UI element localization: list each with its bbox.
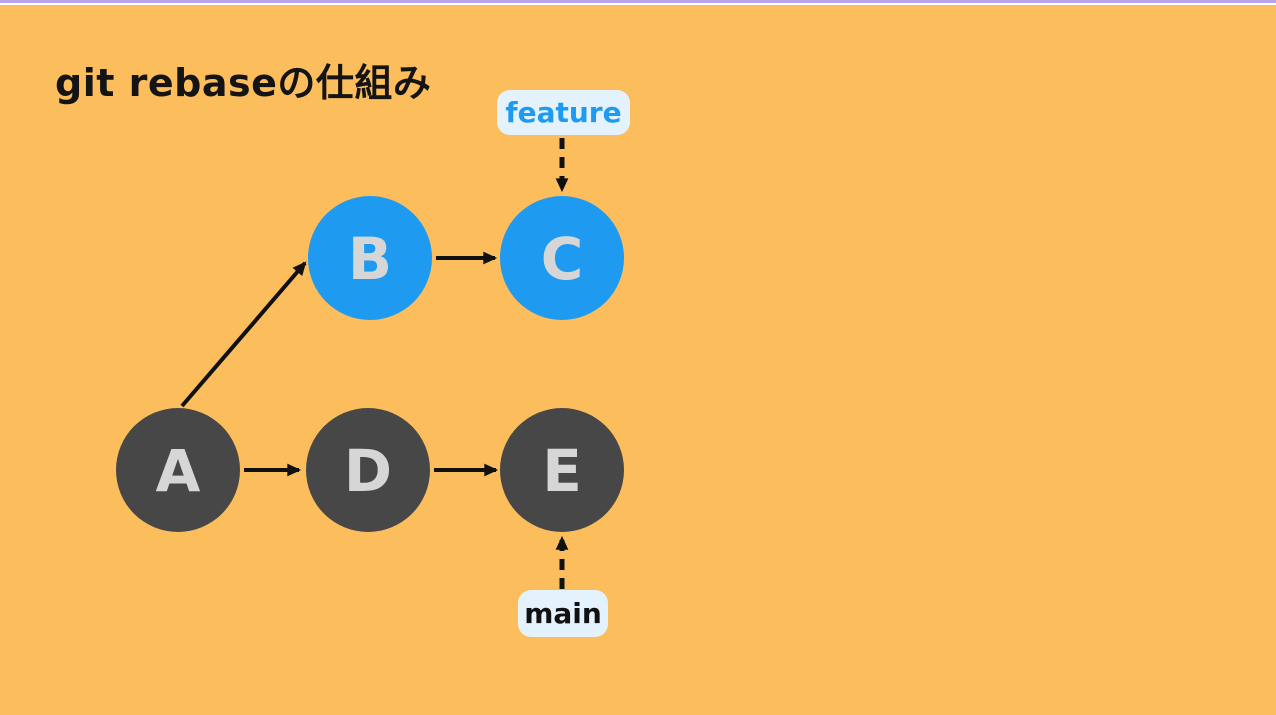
feature-branch-label: feature	[497, 90, 630, 135]
commit-node-d: D	[306, 408, 430, 532]
commit-circle-c	[500, 196, 624, 320]
top-strip-purple	[0, 0, 1276, 3]
commit-node-e: E	[500, 408, 624, 532]
page-title: git rebaseの仕組み	[55, 61, 432, 105]
commit-circle-b	[308, 196, 432, 320]
feature-branch-label-text: feature	[505, 95, 622, 129]
commit-circle-a	[116, 408, 240, 532]
commit-node-b: B	[308, 196, 432, 320]
commit-circle-e	[500, 408, 624, 532]
edge-a-to-b	[180, 261, 307, 408]
commit-label-a: A	[156, 437, 201, 505]
commit-circle-d	[306, 408, 430, 532]
commit-node-c: C	[500, 196, 624, 320]
commit-label-e: E	[542, 437, 582, 505]
top-strip-white	[0, 3, 1276, 5]
main-branch-label: main	[518, 590, 608, 637]
commit-label-c: C	[541, 225, 584, 293]
commit-label-b: B	[348, 225, 392, 293]
commit-label-d: D	[344, 437, 392, 505]
main-branch-label-text: main	[524, 596, 602, 630]
commit-node-a: A	[116, 408, 240, 532]
